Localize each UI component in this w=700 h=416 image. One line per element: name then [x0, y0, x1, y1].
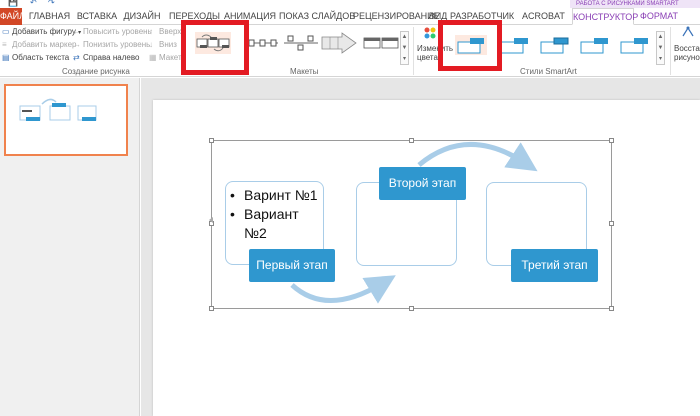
tab-animation[interactable]: АНИМАЦИЯ — [223, 11, 277, 21]
layout-option-3[interactable] — [282, 31, 320, 55]
resize-handle[interactable] — [409, 138, 414, 143]
reset-graphic-icon[interactable] — [680, 25, 696, 41]
smartart-tools-header: РАБОТА С РИСУНКАМИ SMARTART — [570, 0, 700, 8]
layout-option-1[interactable] — [194, 31, 232, 55]
group-label-create-graphic: Создание рисунка — [62, 67, 130, 76]
slides-pane: 1 — [0, 78, 140, 416]
smartart-style-option-1[interactable] — [454, 34, 488, 56]
tab-review[interactable]: РЕЦЕНЗИРОВАНИЕ — [353, 11, 440, 21]
add-bullet-icon: ≡ — [2, 40, 7, 49]
promote-button[interactable]: ←Повысить уровень — [73, 27, 152, 36]
layouts-gallery-scroll[interactable]: ▲▼▾ — [400, 31, 409, 65]
add-shape-button[interactable]: ▭Добавить фигуру ▾ — [2, 27, 82, 36]
layout-option-5[interactable] — [362, 31, 400, 55]
layout-option-4[interactable] — [320, 31, 358, 55]
smartart-style-option-5[interactable] — [618, 34, 652, 56]
move-up-button[interactable]: ↑Вверх — [149, 27, 182, 36]
tab-developer[interactable]: РАЗРАБОТЧИК — [450, 11, 515, 21]
slide-thumbnail[interactable] — [4, 84, 128, 156]
step1-bullet-list[interactable]: Варинт №1 Вариант №2 — [230, 186, 318, 243]
step3-label[interactable]: Третий этап — [511, 249, 598, 282]
smartart-style-option-3[interactable] — [538, 34, 572, 56]
slide-thumbnail-preview — [19, 98, 97, 121]
layout-icon: ▦ — [149, 53, 157, 62]
arrow-left-icon: ← — [73, 27, 81, 36]
highlight-style-selection — [438, 20, 502, 71]
tab-insert[interactable]: ВСТАВКА — [76, 11, 118, 21]
arrow-down-icon: ↓ — [149, 40, 153, 49]
group-divider — [670, 27, 671, 75]
redo-icon[interactable]: ↷ — [48, 0, 55, 7]
tab-home[interactable]: ГЛАВНАЯ — [28, 11, 71, 21]
text-pane-button[interactable]: ▤Область текста — [2, 53, 70, 62]
ribbon: ▭Добавить фигуру ▾ ≡Добавить маркер ▤Обл… — [0, 25, 700, 77]
group-divider — [413, 27, 414, 75]
bullet-item-continuation[interactable]: №2 — [244, 225, 267, 241]
change-colors-icon[interactable] — [421, 26, 443, 40]
arrow-step2-to-step3 — [417, 142, 538, 172]
text-pane-icon: ▤ — [2, 53, 10, 62]
resize-handle[interactable] — [609, 138, 614, 143]
demote-button[interactable]: →Понизить уровень — [73, 40, 151, 49]
move-down-button[interactable]: ↓Вниз — [149, 40, 177, 49]
bullet-item[interactable]: Варинт №1 — [230, 186, 318, 205]
step2-label[interactable]: Второй этап — [379, 167, 466, 200]
group-label-smartart-styles: Стили SmartArt — [520, 67, 577, 76]
undo-icon[interactable]: ↶ — [30, 0, 37, 7]
add-shape-icon: ▭ — [2, 27, 10, 36]
right-to-left-icon: ⇄ — [73, 53, 80, 62]
right-to-left-button[interactable]: ⇄Справа налево — [73, 53, 140, 62]
bullet-item[interactable]: Вариант — [230, 205, 318, 224]
highlight-layout-selection — [181, 20, 249, 75]
tab-view[interactable]: ВИД — [428, 11, 448, 21]
change-colors-button[interactable]: Изменить цвета — [417, 44, 454, 62]
tab-slideshow[interactable]: ПОКАЗ СЛАЙДОВ — [279, 11, 356, 21]
layout-dropdown-button[interactable]: ▦Макет — [149, 53, 182, 62]
resize-handle[interactable] — [609, 221, 614, 226]
save-icon[interactable]: 💾 — [8, 0, 18, 7]
group-label-layouts: Макеты — [290, 67, 319, 76]
arrow-step1-to-step2 — [290, 275, 396, 304]
tab-file[interactable]: ФАЙЛ — [0, 8, 25, 25]
tab-format[interactable]: ФОРМАТ — [640, 11, 679, 21]
resize-handle[interactable] — [409, 306, 414, 311]
tab-design[interactable]: ДИЗАЙН — [123, 11, 161, 21]
add-bullet-button[interactable]: ≡Добавить маркер — [2, 40, 77, 49]
arrow-up-icon: ↑ — [149, 27, 153, 36]
smartart-arrows — [209, 142, 538, 304]
styles-gallery-scroll[interactable]: ▲▼▾ — [656, 31, 665, 65]
tab-transitions[interactable]: ПЕРЕХОДЫ — [168, 11, 221, 21]
chevron-down-icon: ▾ — [78, 30, 82, 36]
tab-constructor[interactable]: КОНСТРУКТОР — [572, 8, 638, 25]
quick-access-toolbar: 💾 ↶ ↷ — [0, 0, 700, 8]
text-pane-toggle-icon[interactable] — [209, 217, 213, 223]
reset-graphic-button[interactable]: Восстановить рисунок — [674, 44, 700, 62]
layout-option-2[interactable] — [242, 31, 280, 55]
smartart-style-option-2[interactable] — [498, 34, 532, 56]
resize-handle[interactable] — [209, 138, 214, 143]
resize-handle[interactable] — [209, 306, 214, 311]
resize-handle[interactable] — [609, 306, 614, 311]
step1-label[interactable]: Первый этап — [249, 249, 335, 282]
ribbon-tabs: ФАЙЛ ГЛАВНАЯ ВСТАВКА ДИЗАЙН ПЕРЕХОДЫ АНИ… — [0, 8, 700, 25]
smartart-style-option-4[interactable] — [578, 34, 612, 56]
tab-acrobat[interactable]: ACROBAT — [522, 11, 565, 21]
arrow-right-icon: → — [73, 40, 81, 49]
